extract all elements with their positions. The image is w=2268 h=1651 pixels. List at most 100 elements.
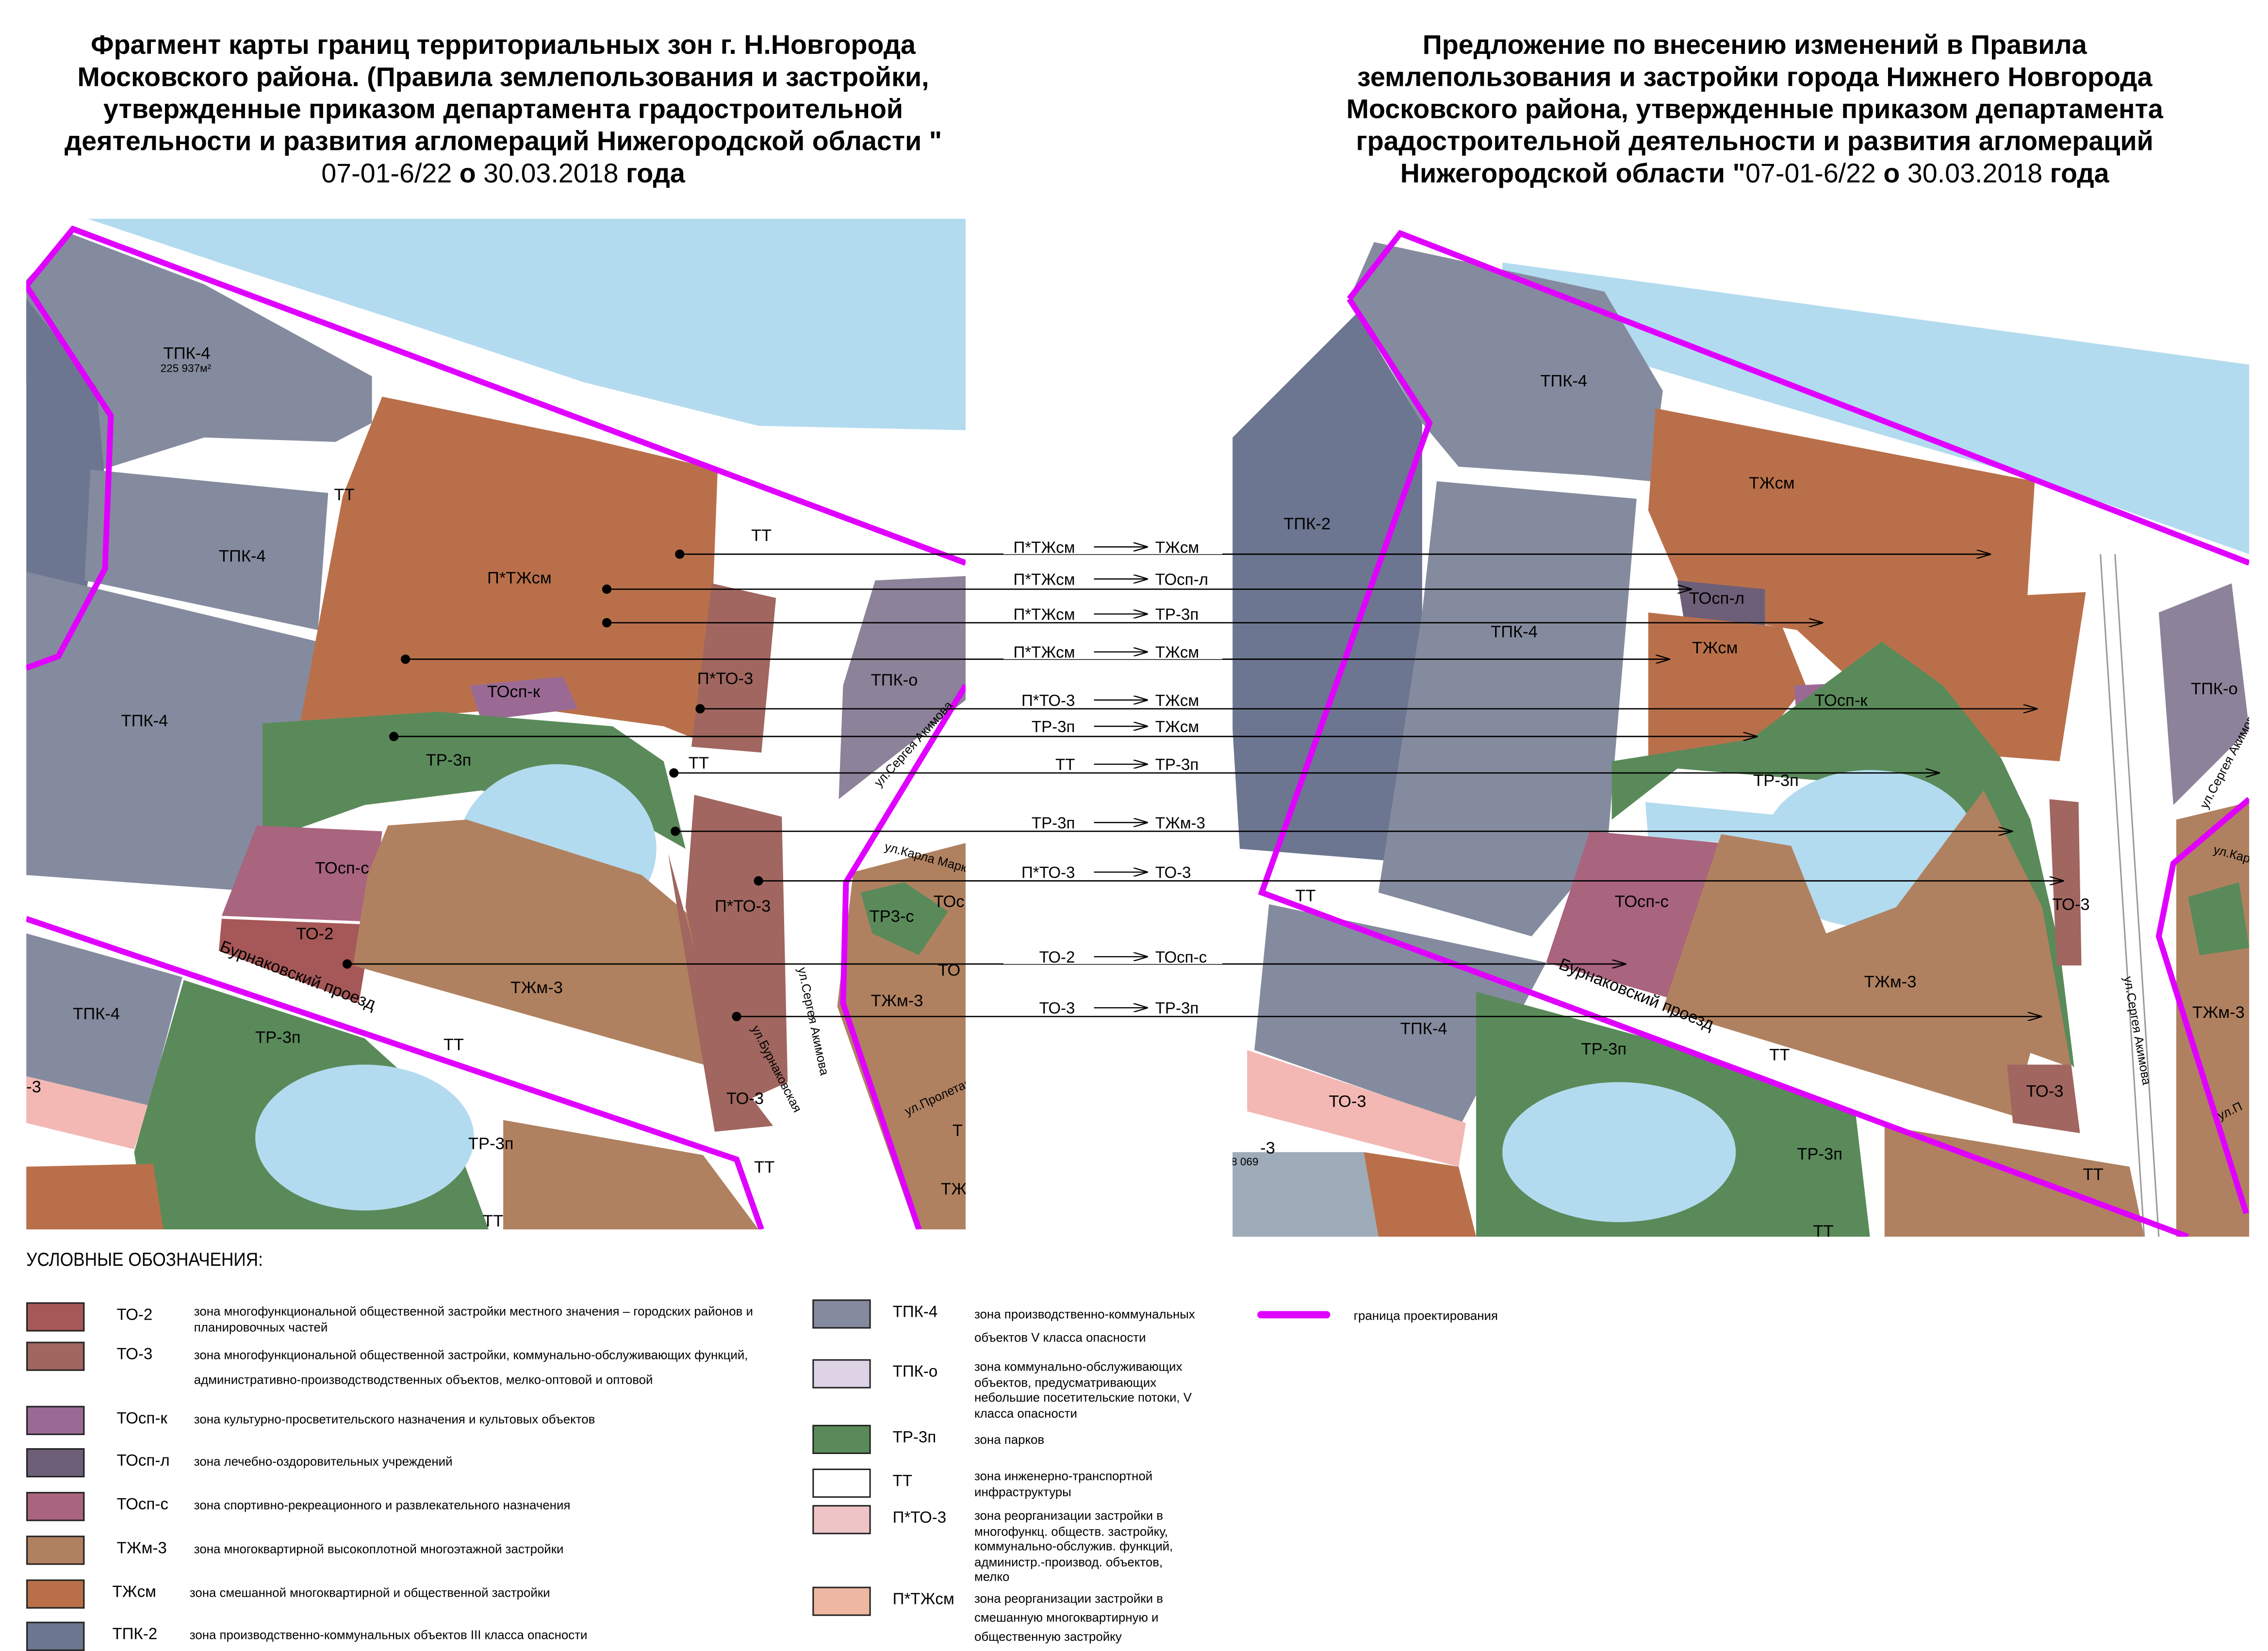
zone-to3 xyxy=(2049,799,2082,965)
zone-tpk2 xyxy=(1233,313,1422,864)
label-backdrop xyxy=(1003,716,1223,734)
zone-label: ТТ xyxy=(483,1212,503,1230)
zone-label: ТПК-4 xyxy=(1491,623,1538,641)
zone-label: ТО-3 xyxy=(1329,1093,1366,1111)
pond xyxy=(1645,802,1797,846)
zone-label: ТЖсм xyxy=(1692,639,1738,657)
zone-tpk-o xyxy=(838,576,966,800)
label-backdrop xyxy=(1003,946,1223,964)
legend-swatch xyxy=(812,1469,871,1498)
title-line: Московского района. (Правила землепользо… xyxy=(77,61,929,92)
legend-swatch xyxy=(26,1448,85,1478)
zone-label: ТПК-4 xyxy=(1400,1019,1447,1038)
left-map-title: Фрагмент карты границ территориальных зо… xyxy=(0,29,1006,190)
zone-p-to3-light xyxy=(1247,1050,1466,1167)
leader-dot xyxy=(389,732,399,741)
zone-tzhsm xyxy=(26,1163,164,1230)
label-backdrop xyxy=(1003,812,1223,830)
legend-code: ТПК-о xyxy=(892,1363,938,1381)
zone-label: ТТ xyxy=(754,1158,774,1177)
leader-dot xyxy=(754,876,763,886)
zone-to2 xyxy=(218,918,372,1004)
change-from: П*ТЖсм xyxy=(1013,571,1075,588)
leader-dot xyxy=(669,768,679,778)
zone-label: ТТ xyxy=(2083,1165,2104,1184)
title-line: деятельности и развития агломераций Ниже… xyxy=(64,125,942,156)
legend-desc: зона культурно-просветительского назначе… xyxy=(194,1411,595,1426)
zone-label: П*ТО-3 xyxy=(715,897,771,915)
legend-code: ТОсп-л xyxy=(116,1452,170,1471)
change-from: ТО-3 xyxy=(1039,999,1075,1017)
title-line: градостроительной деятельности и развити… xyxy=(1356,125,2153,156)
right-map-title: Предложение по внесению изменений в Прав… xyxy=(1240,29,2268,190)
zone-tzhsm xyxy=(1364,1152,1477,1237)
change-to: ТЖсм xyxy=(1155,539,1199,556)
zone-label: ТО-3 xyxy=(2026,1082,2063,1101)
legend-swatch xyxy=(26,1492,85,1521)
change-from: П*ТО-3 xyxy=(1021,692,1075,710)
title-line: землепользования и застройки города Нижн… xyxy=(1357,61,2153,92)
legend-desc: зона многоквартирной высокоплотной много… xyxy=(194,1541,564,1556)
zone-tzhm3 xyxy=(837,843,966,1230)
leader-dot xyxy=(695,704,705,714)
zone-tpk4 xyxy=(1254,904,1546,1123)
zone-label: ТОсп-л xyxy=(1689,589,1744,607)
label-backdrop xyxy=(1003,604,1223,621)
legend-code: ТЖм-3 xyxy=(116,1540,167,1558)
zone-tpk4 xyxy=(84,469,329,630)
legend-swatch xyxy=(26,1406,85,1435)
change-from: П*ТЖсм xyxy=(1013,606,1075,624)
legend-code: П*ТЖсм xyxy=(892,1591,954,1609)
zone-p-to3 xyxy=(691,583,776,753)
title-line: Нижегородской области "07-01-6/22 о 30.0… xyxy=(1240,158,2268,190)
zone-label: ТР-3п xyxy=(1753,771,1799,790)
zone-tpk4 xyxy=(1233,1152,1379,1237)
zone-tzhm3 xyxy=(353,819,729,1072)
legend-code: П*ТО-3 xyxy=(892,1509,947,1527)
zone-label: ТТ xyxy=(444,1035,464,1054)
project-boundary xyxy=(26,916,764,1230)
zone-label: ТОсп-с xyxy=(315,859,369,878)
zone-label: ТПК-4 xyxy=(219,547,266,565)
label-backdrop xyxy=(1003,641,1223,659)
zone-label: ТПК-4 xyxy=(121,712,168,730)
zone-label: ТПК-4 xyxy=(73,1005,120,1023)
legend-code: ТПК-4 xyxy=(892,1304,938,1322)
zone-label: ТР-3п xyxy=(1581,1040,1627,1058)
zone-label: ТОсп-к xyxy=(1814,691,1868,710)
zone-tpk4 xyxy=(26,933,182,1106)
zone-label: ТР3-с xyxy=(870,907,914,926)
project-boundary xyxy=(2155,797,2250,1214)
legend-desc: зона смешанной многоквартирной и обществ… xyxy=(189,1585,550,1600)
zone-label: ТТ xyxy=(1813,1222,1833,1241)
leader-dot xyxy=(732,1012,741,1021)
zone-label: ТЖм-3 xyxy=(510,979,563,997)
area-label: 225 937м² xyxy=(161,362,212,375)
zone-label: ТТ xyxy=(751,526,772,545)
zone-tr3p xyxy=(2188,882,2250,955)
leader-dot xyxy=(671,826,680,836)
legend-swatch xyxy=(26,1536,85,1565)
zone-label: ТЖсм xyxy=(1749,474,1794,492)
order-date: 30.03.2018 xyxy=(483,157,619,188)
zone-label: ТТ xyxy=(1295,887,1315,905)
project-boundary xyxy=(1258,297,2189,1237)
zone-tr3p xyxy=(1611,641,2074,1068)
zone-tzhsm xyxy=(1648,408,2086,762)
zone-label: ТО-2 xyxy=(296,925,333,943)
zone-label: ТПК-о xyxy=(871,671,918,689)
zone-label: -3 xyxy=(26,1078,41,1096)
zone-label: ТОс xyxy=(934,893,965,911)
zone-tzhm3 xyxy=(503,1120,759,1230)
legend-swatch xyxy=(26,1621,85,1651)
label-backdrop xyxy=(1003,754,1223,772)
title-word: года xyxy=(625,157,685,188)
legend-code: ТТ xyxy=(892,1473,913,1491)
leader-dot xyxy=(401,654,411,664)
legend-desc: зона лечебно-оздоровительных учреждений xyxy=(194,1454,453,1469)
